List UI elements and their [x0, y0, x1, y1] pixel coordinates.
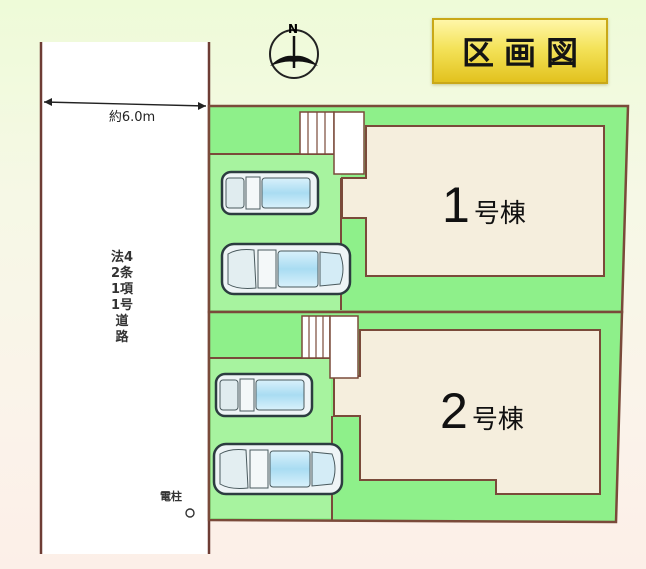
- building-2-label: 2 号棟: [440, 386, 524, 436]
- road-width-label: 約6.0m: [108, 110, 156, 125]
- parking-car-2b: [212, 442, 344, 496]
- building-1-number: 1: [442, 177, 470, 233]
- entrance-steps-1: [299, 111, 365, 175]
- utility-pole-label: 電柱: [160, 490, 182, 503]
- page-title: 区画図: [432, 18, 608, 84]
- parking-car-1a: [220, 170, 320, 216]
- road-width-dimension: [43, 98, 207, 110]
- building-1-footprint: [341, 125, 605, 277]
- parking-car-1b: [220, 242, 352, 296]
- building-1-suffix: 号棟: [473, 199, 526, 229]
- building-2-number: 2: [440, 383, 468, 439]
- north-arrow-icon: [269, 29, 319, 79]
- entrance-steps-2: [301, 315, 359, 379]
- utility-pole-icon: [185, 508, 195, 518]
- compass-north-label: N: [288, 22, 299, 36]
- title-text: 区画図: [461, 34, 588, 72]
- road-type-label: 法42条1項1号道路: [110, 250, 134, 345]
- parking-car-2a: [214, 372, 314, 418]
- building-2-suffix: 号棟: [471, 405, 524, 435]
- building-1-label: 1 号棟: [442, 180, 526, 230]
